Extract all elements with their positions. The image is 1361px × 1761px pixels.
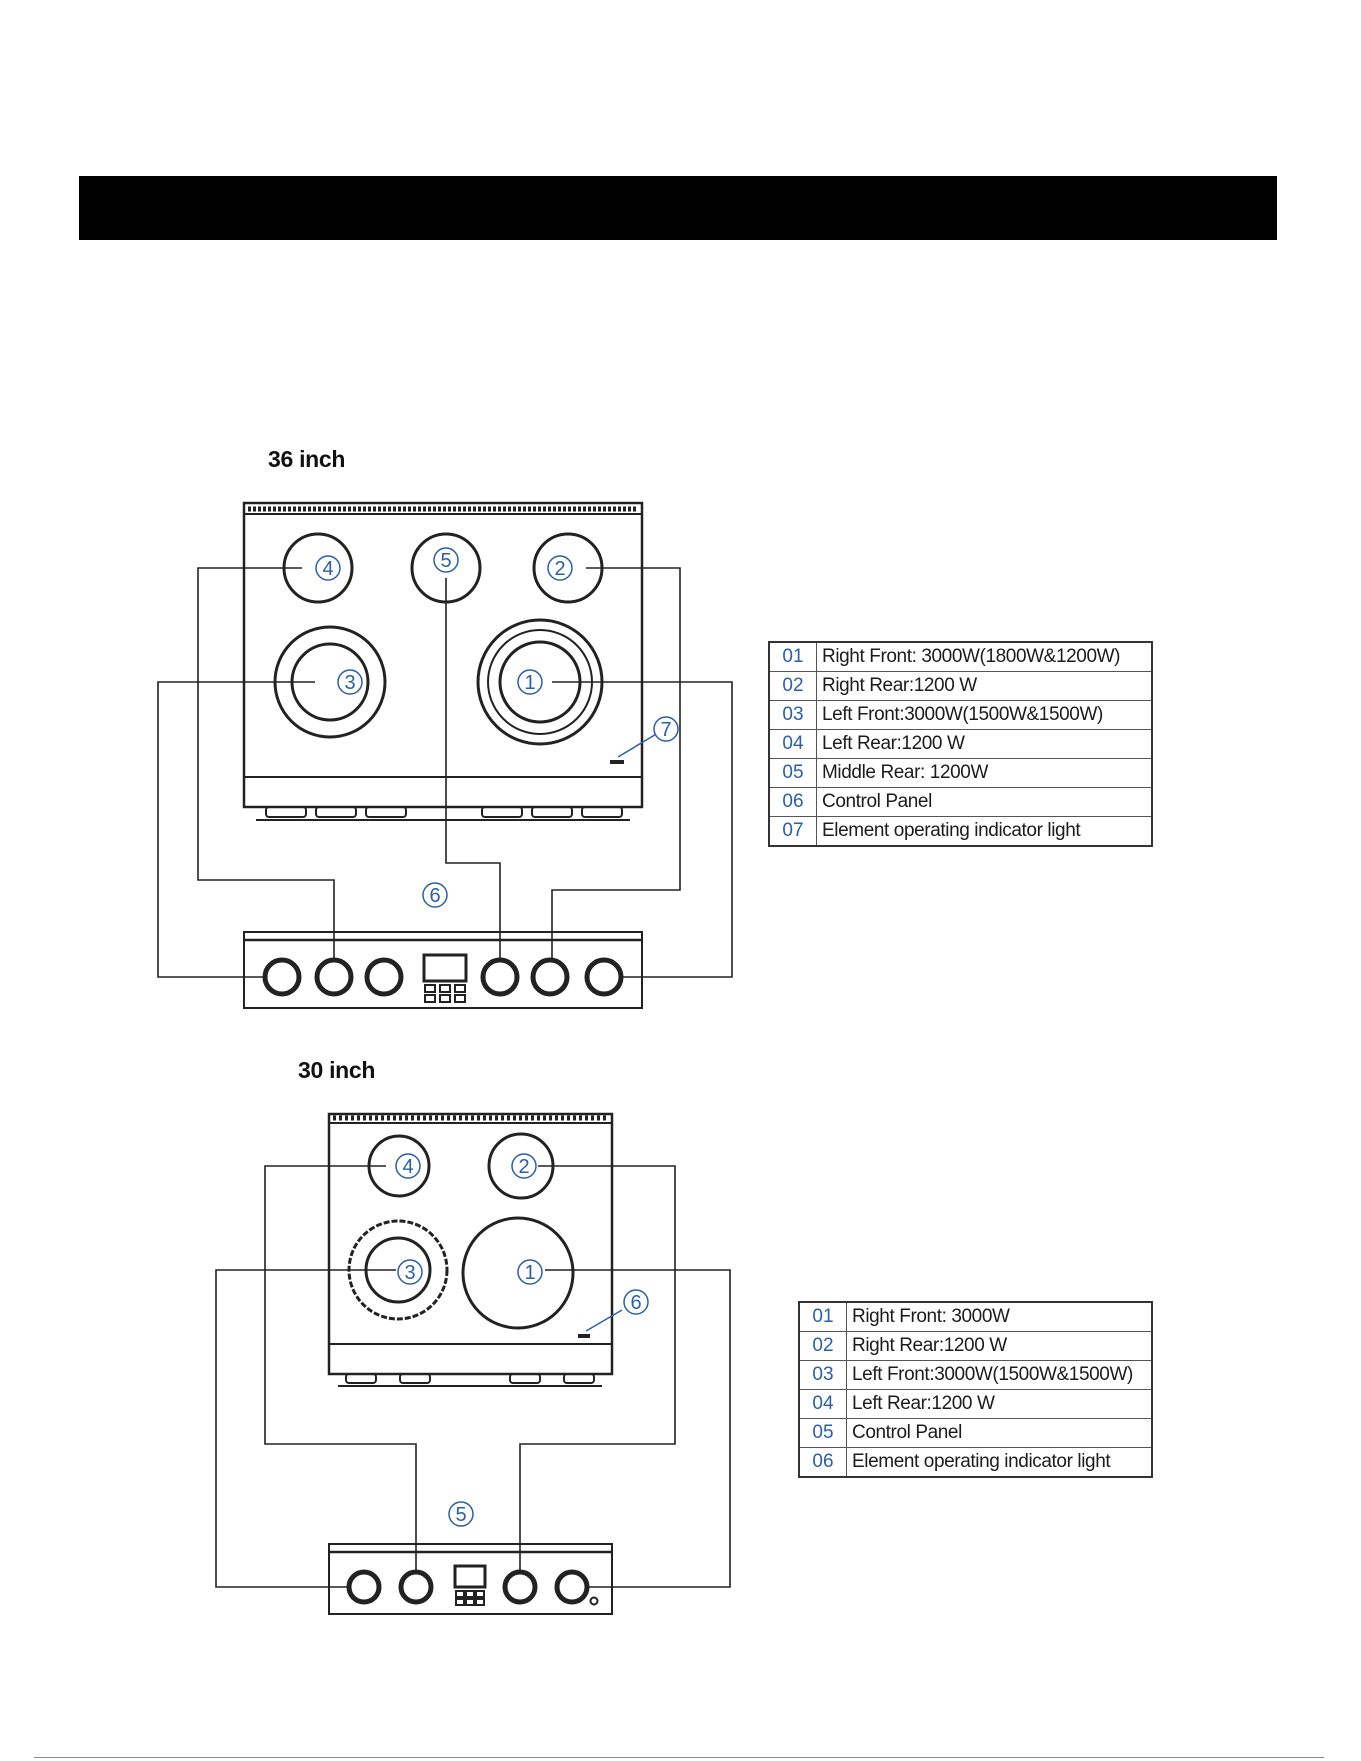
legend-desc: Left Front:3000W(1500W&1500W)	[816, 700, 1153, 730]
legend-num: 03	[798, 1360, 847, 1390]
callout-1: 1	[524, 1262, 535, 1284]
callout-6: 6	[630, 1292, 641, 1314]
section-title-30: 30 inch	[298, 1057, 376, 1083]
legend-num: 07	[768, 816, 817, 847]
legend-desc: Element operating indicator light	[846, 1447, 1153, 1478]
legend-desc: Right Front: 3000W(1800W&1200W)	[816, 641, 1153, 672]
callout-4: 4	[322, 558, 333, 580]
callout-3: 3	[404, 1262, 415, 1284]
callout-6: 6	[429, 885, 440, 907]
legend-num: 01	[798, 1301, 847, 1332]
legend-num: 05	[768, 758, 817, 788]
footer-rule	[34, 1757, 1324, 1758]
legend-num: 02	[768, 671, 817, 701]
legend-desc: Left Rear:1200 W	[816, 729, 1153, 759]
legend-desc: Left Front:3000W(1500W&1500W)	[846, 1360, 1153, 1390]
legend-num: 05	[798, 1418, 847, 1448]
legend-desc: Right Front: 3000W	[846, 1301, 1153, 1332]
callout-4: 4	[402, 1156, 413, 1178]
legend-num: 03	[768, 700, 817, 730]
legend-desc: Right Rear:1200 W	[846, 1331, 1153, 1361]
callout-2: 2	[518, 1156, 529, 1178]
callout-1: 1	[524, 672, 535, 694]
legend-num: 04	[798, 1389, 847, 1419]
legend-num: 04	[768, 729, 817, 759]
section-title-36: 36 inch	[268, 446, 346, 472]
legend-num: 02	[798, 1331, 847, 1361]
legend-num: 06	[768, 787, 817, 817]
callout-7: 7	[660, 719, 671, 741]
callout-5: 5	[455, 1504, 466, 1526]
legend-desc: Left Rear:1200 W	[846, 1389, 1153, 1419]
callout-3: 3	[344, 672, 355, 694]
legend-num: 06	[798, 1447, 847, 1478]
callout-5: 5	[440, 550, 451, 572]
legend-desc: Middle Rear: 1200W	[816, 758, 1153, 788]
legend-num: 01	[768, 641, 817, 672]
legend-desc: Element operating indicator light	[816, 816, 1153, 847]
header-bar	[79, 176, 1277, 240]
legend-desc: Control Panel	[816, 787, 1153, 817]
legend-desc: Control Panel	[846, 1418, 1153, 1448]
callout-2: 2	[554, 558, 565, 580]
